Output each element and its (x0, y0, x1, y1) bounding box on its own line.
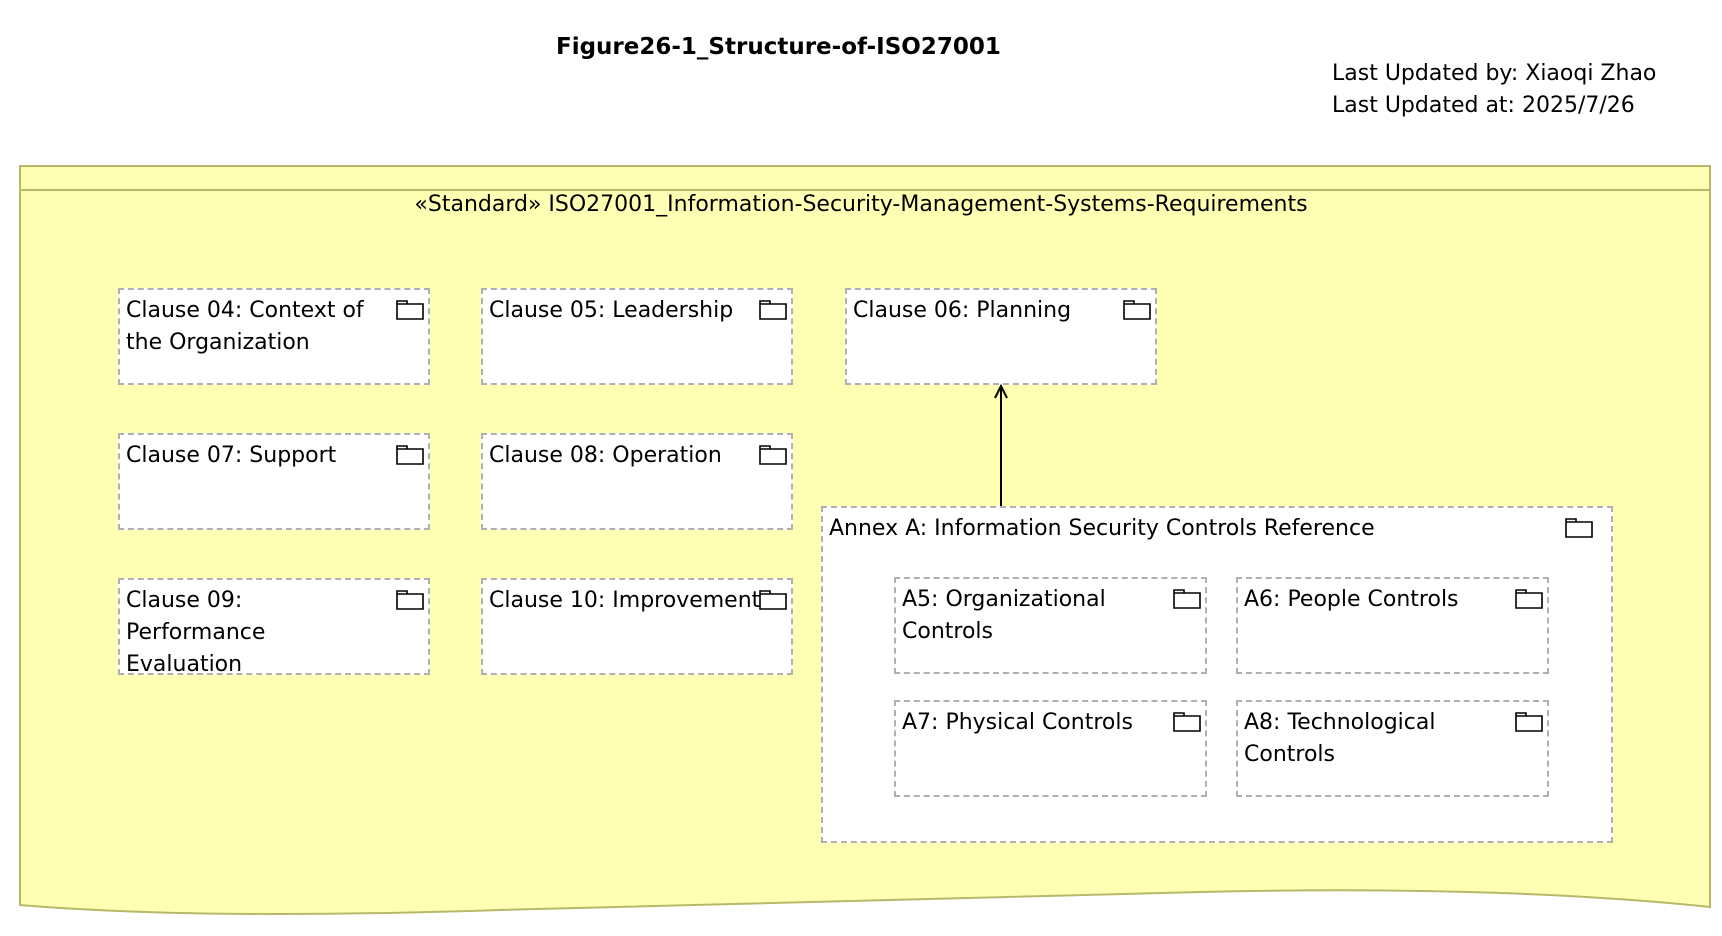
last-updated-at: Last Updated at: 2025/7/26 (1332, 93, 1635, 118)
package-clause-05[interactable]: Clause 05: Leadership (481, 288, 793, 385)
package-label: Clause 06: Planning (853, 298, 1072, 323)
folder-icon (396, 445, 424, 465)
annex-label: Annex A: Information Security Controls R… (829, 516, 1375, 541)
package-clause-08[interactable]: Clause 08: Operation (481, 433, 793, 530)
package-label: Clause 08: Operation (489, 443, 722, 468)
package-label: A8: Technological Controls (1244, 710, 1436, 767)
folder-icon (759, 445, 787, 465)
standard-title: «Standard» ISO27001_Information-Security… (0, 192, 1722, 217)
package-label: Clause 09: Performance Evaluation (126, 588, 266, 677)
folder-icon (1515, 712, 1543, 732)
package-clause-04[interactable]: Clause 04: Context of the Organization (118, 288, 430, 385)
folder-icon (1173, 712, 1201, 732)
package-clause-09[interactable]: Clause 09: Performance Evaluation (118, 578, 430, 677)
package-a8[interactable]: A8: Technological Controls (1236, 700, 1549, 797)
package-label: Clause 04: Context of the Organization (126, 298, 364, 355)
package-label: Clause 07: Support (126, 443, 337, 468)
package-clause-06[interactable]: Clause 06: Planning (845, 288, 1157, 385)
last-updated-by: Last Updated by: Xiaoqi Zhao (1332, 61, 1657, 86)
folder-icon (759, 300, 787, 320)
standard-label: «Standard» ISO27001_Information-Security… (414, 192, 1308, 217)
package-label: A5: Organizational Controls (902, 587, 1106, 644)
package-a5[interactable]: A5: Organizational Controls (894, 577, 1207, 674)
folder-icon (396, 590, 424, 610)
package-label: A7: Physical Controls (902, 710, 1133, 735)
folder-icon (1173, 589, 1201, 609)
folder-icon (1565, 518, 1593, 538)
diagram-title: Figure26-1_Structure-of-ISO27001 (556, 34, 1001, 60)
update-info: Last Updated by: Xiaoqi Zhao Last Update… (1332, 58, 1656, 122)
folder-icon (759, 590, 787, 610)
folder-icon (1515, 589, 1543, 609)
package-a7[interactable]: A7: Physical Controls (894, 700, 1207, 797)
package-a6[interactable]: A6: People Controls (1236, 577, 1549, 674)
package-label: A6: People Controls (1244, 587, 1459, 612)
package-clause-10[interactable]: Clause 10: Improvement (481, 578, 793, 675)
package-label: Clause 05: Leadership (489, 298, 734, 323)
folder-icon (396, 300, 424, 320)
folder-icon (1123, 300, 1151, 320)
package-label: Clause 10: Improvement (489, 588, 761, 613)
package-annex-a[interactable]: Annex A: Information Security Controls R… (821, 506, 1613, 843)
package-clause-07[interactable]: Clause 07: Support (118, 433, 430, 530)
